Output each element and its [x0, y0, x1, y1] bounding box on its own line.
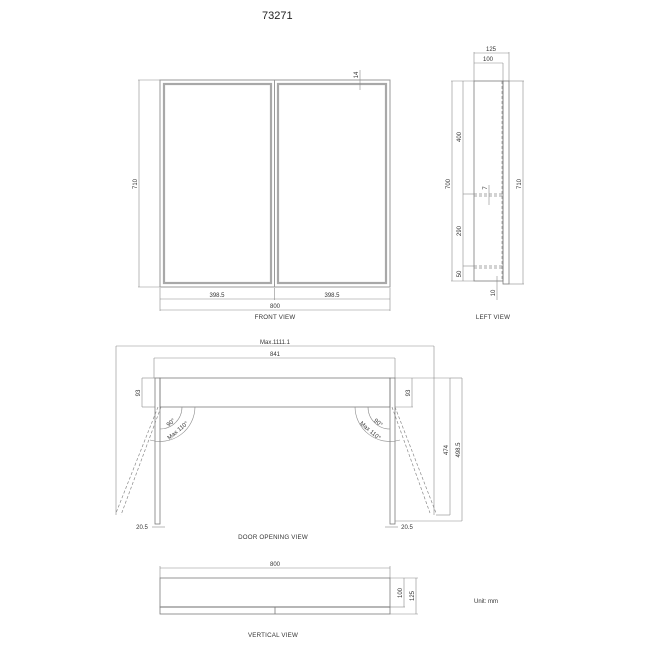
- drawing-title: 73271: [262, 10, 293, 22]
- door-opening-view-label: DOOR OPENING VIEW: [238, 534, 308, 541]
- dim-door-thickness-left: 20.5: [136, 525, 148, 531]
- unit-label: Unit: mm: [474, 599, 498, 605]
- dim-total-width: 800: [270, 304, 281, 310]
- dim-swing-474: 474: [444, 444, 450, 455]
- door-opening-view: Max.1111.1 841 93 93 90° Max 110° 90° Ma…: [115, 340, 463, 541]
- right-door-open: [389, 377, 396, 525]
- dim-right-door-width: 398.5: [324, 293, 340, 299]
- dim-shelf-bottom: 50: [457, 270, 463, 277]
- vertical-view-label: VERTICAL VIEW: [248, 632, 298, 639]
- left-door-open: [154, 377, 161, 525]
- cabinet-top-view: [159, 377, 391, 408]
- dim-vertical-depth-total: 125: [410, 590, 416, 601]
- angle-90-right: 90°: [372, 418, 383, 429]
- dim-depth-right: 93: [406, 389, 412, 396]
- left-door-panel: [162, 82, 273, 285]
- cabinet-body-top: [159, 577, 391, 608]
- left-view-label: LEFT VIEW: [476, 314, 510, 321]
- dim-door-gap: 14: [354, 71, 360, 78]
- angle-90-left: 90°: [166, 418, 177, 429]
- dim-shelf-mid: 290: [457, 225, 463, 236]
- front-view: 14 710 398.5 398.5 800 FRONT VIEW: [133, 70, 391, 321]
- dim-depth-body: 100: [483, 57, 494, 63]
- dim-body-height: 700: [446, 178, 452, 189]
- dim-max-width: Max.1111.1: [260, 340, 291, 346]
- dim-841: 841: [270, 352, 281, 358]
- dim-front-height: 710: [133, 178, 139, 189]
- dim-door-offset: 10: [491, 289, 497, 296]
- left-view: 125 100 700 400 290 50 7 10 710 LEFT VIE…: [446, 47, 524, 321]
- dim-depth-left: 93: [136, 389, 142, 396]
- front-view-label: FRONT VIEW: [255, 314, 296, 321]
- dim-vertical-width: 800: [270, 562, 281, 568]
- dim-vertical-depth-body: 100: [398, 587, 404, 598]
- vertical-view: 800 100 125 VERTICAL VIEW: [159, 562, 418, 639]
- right-door-panel: [276, 82, 388, 285]
- side-body: [473, 80, 504, 282]
- dim-left-door-width: 398.5: [209, 293, 225, 299]
- dim-shelf-thickness: 7: [483, 186, 489, 190]
- dim-door-thickness-right: 20.5: [401, 525, 413, 531]
- dim-shelf-top: 400: [457, 131, 463, 142]
- dim-total-height: 710: [517, 178, 523, 189]
- side-door: [502, 80, 510, 285]
- dim-depth-total: 125: [486, 47, 497, 53]
- dim-swing-498: 498.5: [456, 442, 462, 458]
